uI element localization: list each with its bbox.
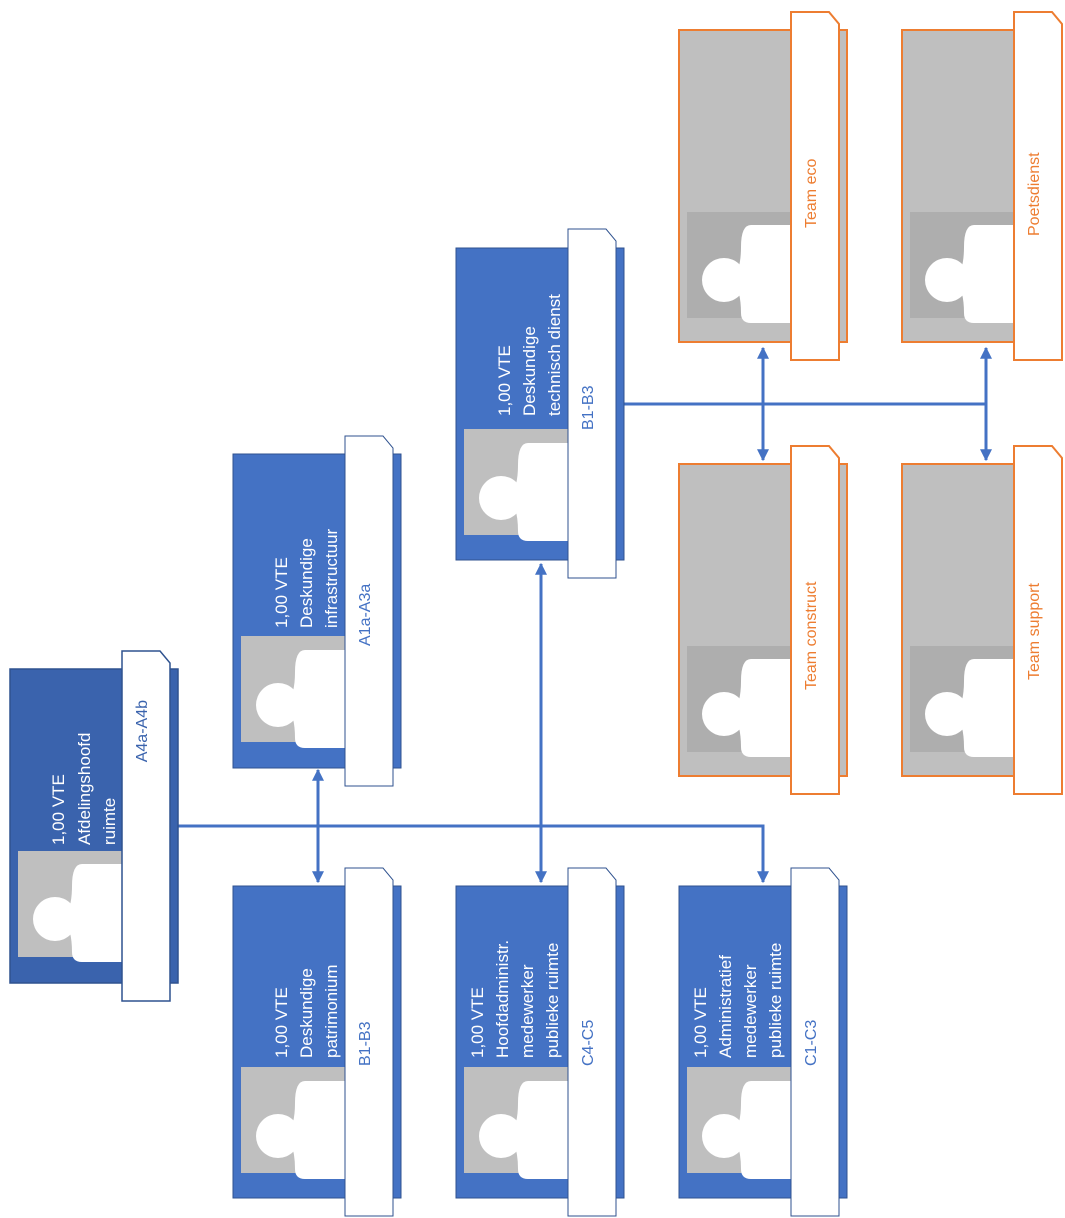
title-line: Deskundige (520, 326, 539, 416)
grade-tab (567, 867, 617, 1217)
title-line: Administratief (716, 955, 735, 1058)
svg-text:Afdelingshoofd: Afdelingshoofd (75, 733, 94, 845)
grade-tab (790, 445, 840, 795)
person-silhouette-icon (925, 225, 1022, 323)
title-line: 1,00 VTE (691, 987, 710, 1058)
card-technisch-dienst: B1-B3 1,00 VTE Deskundige technisch dien… (455, 228, 625, 579)
card-title: 1,00 VTE (49, 774, 68, 845)
title-line: Hoofdadministr. (493, 940, 512, 1058)
svg-text:technisch dienst: technisch dienst (545, 294, 564, 416)
grade-tab (567, 228, 617, 579)
svg-text:1,00 VTE: 1,00 VTE (495, 345, 514, 416)
title-line: 1,00 VTE (272, 557, 291, 628)
svg-text:Deskundige: Deskundige (297, 538, 316, 628)
svg-text:1,00 VTE: 1,00 VTE (691, 987, 710, 1058)
grade-label: C4-C5 (580, 1020, 597, 1066)
svg-text:infrastructuur: infrastructuur (322, 528, 341, 628)
person-silhouette-icon (702, 659, 799, 757)
grade-tab (1013, 11, 1063, 361)
title-line: Afdelingshoofd (75, 733, 94, 845)
card-infrastructuur: A1a-A3a 1,00 VTE Deskundige infrastructu… (232, 435, 402, 787)
team-label: Team support (1026, 583, 1043, 680)
grade-label: C1-C3 (803, 1020, 820, 1066)
team-label: Team construct (803, 581, 820, 690)
person-silhouette-icon (925, 659, 1022, 757)
title-line: Deskundige (297, 538, 316, 628)
title-line: 1,00 VTE (49, 774, 68, 845)
card-poetsdienst: Poetsdienst (901, 11, 1063, 361)
title-line: patrimonium (322, 964, 341, 1058)
title-line: infrastructuur (322, 528, 341, 628)
card-administratief: C1-C3 1,00 VTE Administratief medewerker… (678, 867, 848, 1217)
grade-tab (790, 867, 840, 1217)
card-team-eco: Team eco (678, 11, 848, 361)
svg-text:Deskundige: Deskundige (520, 326, 539, 416)
grade-tab (344, 867, 394, 1217)
svg-text:1,00 VTE: 1,00 VTE (272, 987, 291, 1058)
person-silhouette-icon (479, 443, 576, 541)
svg-text:medewerker: medewerker (518, 964, 537, 1058)
person-silhouette-icon (702, 225, 799, 323)
connectors (178, 346, 992, 884)
card-team-support: Team support (901, 445, 1063, 795)
grade-tab (344, 435, 394, 787)
title-line: 1,00 VTE (468, 987, 487, 1058)
title-line: publieke ruimte (543, 943, 562, 1058)
person-silhouette-icon (479, 1081, 576, 1179)
card-team-construct: Team construct (678, 445, 848, 795)
grade-label: B1-B3 (580, 385, 597, 430)
svg-text:Deskundige: Deskundige (297, 968, 316, 1058)
team-label: Poetsdienst (1026, 152, 1043, 236)
title-line: medewerker (741, 964, 760, 1058)
title-line: 1,00 VTE (272, 987, 291, 1058)
svg-text:Hoofdadministr.: Hoofdadministr. (493, 940, 512, 1058)
svg-text:patrimonium: patrimonium (322, 964, 341, 1058)
connector-head-admin (178, 824, 769, 884)
svg-text:1,00 VTE: 1,00 VTE (468, 987, 487, 1058)
svg-text:medewerker: medewerker (741, 964, 760, 1058)
title-line: technisch dienst (545, 294, 564, 416)
grade-label: A1a-A3a (357, 584, 374, 646)
title-line: Deskundige (297, 968, 316, 1058)
card-hoofdadministratief: C4-C5 1,00 VTE Hoofdadministr. medewerke… (455, 867, 625, 1217)
grade-label: B1-B3 (357, 1021, 374, 1066)
svg-text:1,00 VTE: 1,00 VTE (272, 557, 291, 628)
title-line: 1,00 VTE (495, 345, 514, 416)
grade-tab (121, 650, 171, 1002)
svg-text:publieke ruimte: publieke ruimte (543, 943, 562, 1058)
person-silhouette-icon (256, 650, 353, 748)
title-line: ruimte (100, 798, 119, 845)
svg-text:publieke ruimte: publieke ruimte (766, 943, 785, 1058)
svg-text:ruimte: ruimte (100, 798, 119, 845)
person-silhouette-icon (33, 864, 130, 962)
grade-label: A4a-A4b (134, 700, 151, 762)
card-head: A4a-A4b 1,00 VTE Afdelingshoofd ruimte (9, 650, 179, 1002)
svg-text:Administratief: Administratief (716, 955, 735, 1058)
grade-tab (1013, 445, 1063, 795)
grade-tab (790, 11, 840, 361)
title-line: medewerker (518, 964, 537, 1058)
title-line: publieke ruimte (766, 943, 785, 1058)
person-silhouette-icon (702, 1081, 799, 1179)
card-patrimonium: B1-B3 1,00 VTE Deskundige patrimonium (232, 867, 402, 1217)
team-label: Team eco (803, 159, 820, 228)
person-silhouette-icon (256, 1081, 353, 1179)
